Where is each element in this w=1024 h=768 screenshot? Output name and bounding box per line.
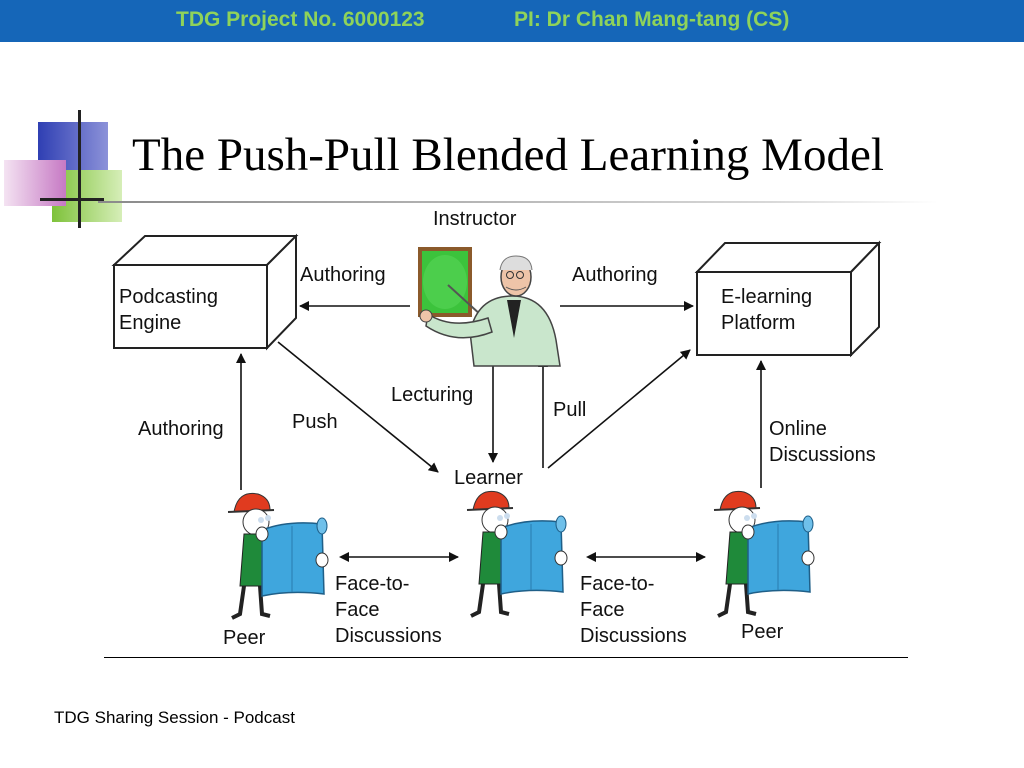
online-discussions-line-1: Online bbox=[769, 418, 827, 440]
pull-label: Pull bbox=[553, 399, 587, 421]
arrow-pull-diagonal bbox=[547, 349, 691, 469]
push-label: Push bbox=[292, 411, 338, 433]
lecturing-label: Lecturing bbox=[391, 384, 474, 406]
face-left-line-2: Face bbox=[335, 599, 380, 621]
face-left-line-1: Face-to- bbox=[335, 573, 410, 595]
learner-icon bbox=[466, 490, 568, 618]
face-right-line-2: Face bbox=[580, 599, 625, 621]
peer-left-label: Peer bbox=[223, 627, 266, 649]
podcasting-engine-line-1: Podcasting bbox=[119, 286, 218, 308]
peer-left-icon bbox=[227, 492, 329, 620]
instructor-icon bbox=[418, 247, 561, 367]
learner-label: Learner bbox=[454, 467, 523, 489]
elearning-platform-box bbox=[694, 240, 882, 358]
title-underline bbox=[98, 201, 938, 203]
peer-right-label: Peer bbox=[741, 621, 784, 643]
online-discussions-label: Online Discussions bbox=[769, 416, 876, 468]
face-right-label: Face-to- Face Discussions bbox=[580, 571, 687, 649]
header-bar: TDG Project No. 6000123 PI: Dr Chan Mang… bbox=[0, 0, 1024, 42]
authoring-right-label: Authoring bbox=[572, 264, 658, 286]
authoring-up-label: Authoring bbox=[138, 418, 224, 440]
principal-investigator: PI: Dr Chan Mang-tang (CS) bbox=[514, 8, 790, 31]
face-left-line-3: Discussions bbox=[335, 625, 442, 647]
slide-title: The Push-Pull Blended Learning Model bbox=[132, 129, 884, 181]
podcasting-engine-label: Podcasting Engine bbox=[119, 284, 218, 336]
online-discussions-line-2: Discussions bbox=[769, 444, 876, 466]
footer-text: TDG Sharing Session - Podcast bbox=[54, 708, 295, 727]
arrow-push bbox=[277, 341, 439, 473]
elearning-platform-label: E-learning Platform bbox=[721, 284, 812, 336]
elearning-platform-line-1: E-learning bbox=[721, 286, 813, 308]
face-right-line-3: Discussions bbox=[580, 625, 687, 647]
podcasting-engine-box bbox=[111, 233, 299, 351]
podcasting-engine-line-2: Engine bbox=[119, 312, 182, 334]
instructor-label: Instructor bbox=[433, 208, 517, 230]
decorative-squares bbox=[4, 110, 122, 228]
peer-right-icon bbox=[713, 490, 815, 618]
elearning-platform-line-2: Platform bbox=[721, 312, 796, 334]
face-right-line-1: Face-to- bbox=[580, 573, 655, 595]
face-left-label: Face-to- Face Discussions bbox=[335, 571, 442, 649]
bottom-divider bbox=[104, 657, 908, 658]
project-number: TDG Project No. 6000123 bbox=[176, 8, 425, 31]
authoring-left-label: Authoring bbox=[300, 264, 386, 286]
